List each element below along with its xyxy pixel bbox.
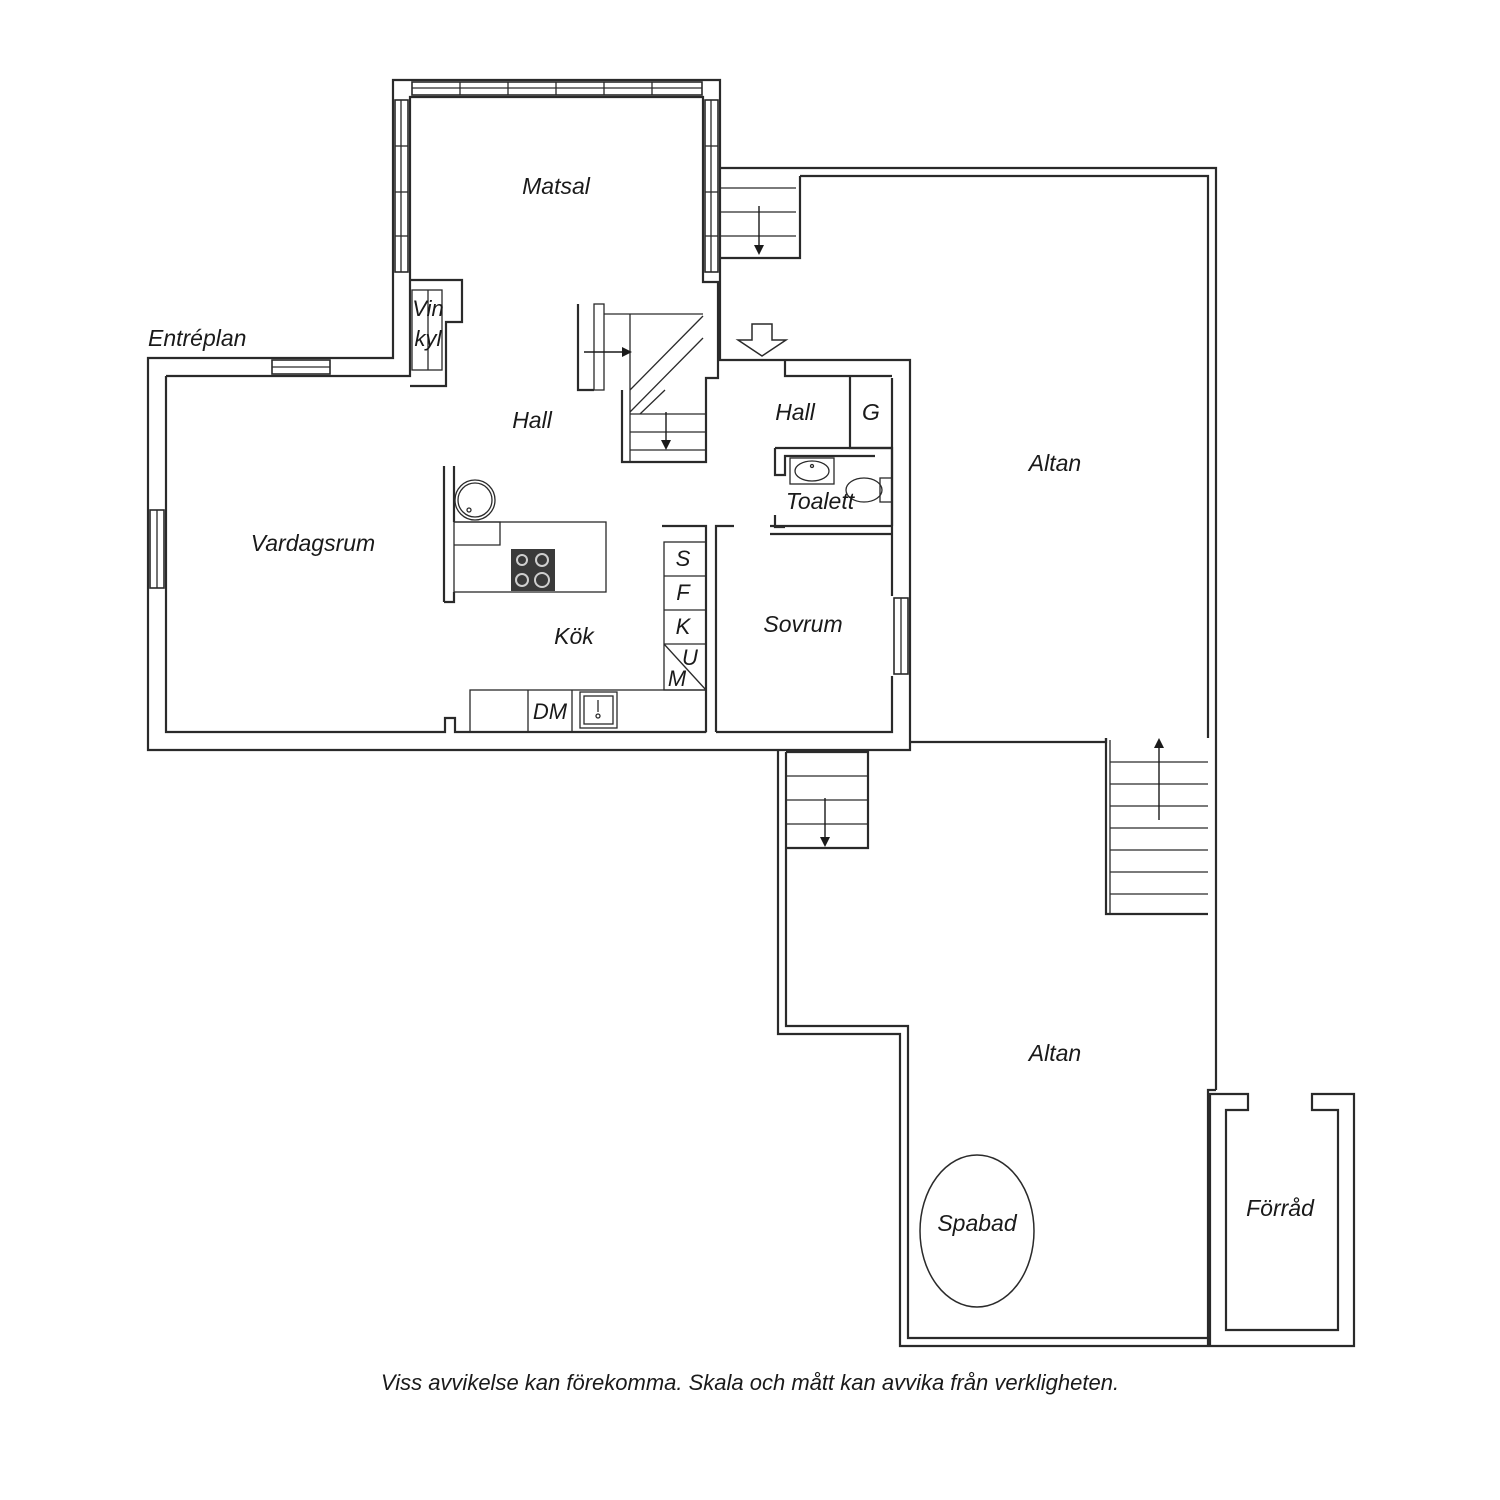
labels: Entréplan Matsal Vin kyl Hall Hall G Toa… — [148, 173, 1315, 1395]
appliance-label-u: U — [682, 645, 698, 670]
storage-shed — [1208, 1092, 1356, 1348]
level-label: Entréplan — [148, 325, 246, 351]
room-label-vardagsrum: Vardagsrum — [251, 530, 375, 556]
interior-staircase — [584, 303, 706, 462]
room-label-matsal: Matsal — [522, 173, 591, 199]
toilet-fixtures — [789, 457, 893, 503]
room-label-hall-main: Hall — [512, 407, 553, 433]
kitchen-fixtures — [454, 479, 707, 729]
appliance-label-s: S — [676, 546, 691, 571]
room-label-altan-upper: Altan — [1027, 450, 1081, 476]
room-label-forrad: Förråd — [1246, 1195, 1315, 1221]
room-label-altan-lower: Altan — [1027, 1040, 1081, 1066]
room-label-kok: Kök — [554, 623, 595, 649]
appliance-label-k: K — [676, 614, 692, 639]
room-label-spabad: Spabad — [937, 1210, 1018, 1236]
matsal-windows — [394, 81, 719, 273]
room-label-garderob: G — [862, 399, 880, 425]
room-label-vinkyl-1: Vin — [412, 296, 443, 321]
room-label-hall-side: Hall — [775, 399, 816, 425]
disclaimer: Viss avvikelse kan förekomma. Skala och … — [381, 1370, 1119, 1395]
lower-deck — [776, 738, 1216, 1348]
room-label-sovrum: Sovrum — [763, 611, 842, 637]
spa-tub — [919, 1154, 1035, 1308]
appliance-label-m: M — [668, 666, 687, 691]
appliance-label-f: F — [676, 580, 691, 605]
internal-walls — [410, 270, 894, 733]
room-label-toalett: Toalett — [786, 488, 856, 514]
entrance-arrow — [735, 323, 789, 357]
house-walls — [146, 78, 912, 752]
appliance-label-dm: DM — [533, 699, 568, 724]
room-label-vinkyl-2: kyl — [415, 326, 443, 351]
